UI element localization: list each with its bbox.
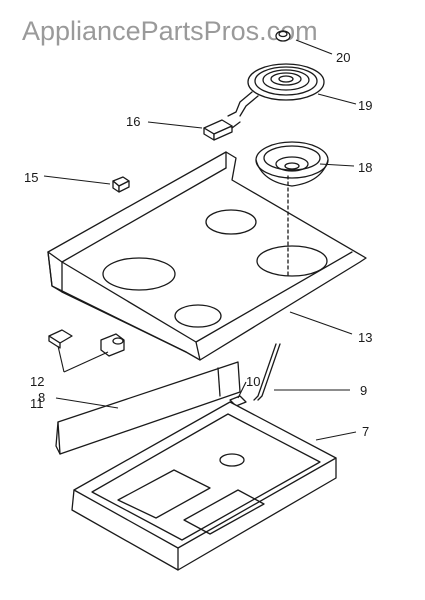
part-16-terminal-block[interactable] xyxy=(203,119,241,141)
part-11-bushing[interactable] xyxy=(100,333,125,357)
callout-10: 10 xyxy=(246,374,260,389)
callout-8: 8 xyxy=(38,390,45,405)
watermark-text: AppliancePartsPros.com xyxy=(22,16,318,46)
part-12-bracket[interactable] xyxy=(48,329,73,349)
callout-13: 13 xyxy=(358,330,372,345)
callout-12: 12 xyxy=(30,374,44,389)
part-7-drip-pan[interactable] xyxy=(71,401,337,571)
part-8-front-panel[interactable] xyxy=(55,361,241,455)
callout-16: 16 xyxy=(126,114,140,129)
callout-18: 18 xyxy=(358,160,372,175)
callout-7: 7 xyxy=(362,424,369,439)
callout-20: 20 xyxy=(336,50,350,65)
part-9-rod[interactable] xyxy=(253,343,281,401)
part-18-drip-bowl[interactable] xyxy=(255,141,329,187)
callout-19: 19 xyxy=(358,98,372,113)
callout-9: 9 xyxy=(360,383,367,398)
part-20-cap[interactable] xyxy=(275,30,291,42)
callout-11: 11 xyxy=(30,396,44,411)
part-13-cooktop[interactable] xyxy=(47,151,367,361)
callout-15: 15 xyxy=(24,170,38,185)
part-19-surface-element[interactable] xyxy=(227,63,325,117)
part-15-clip[interactable] xyxy=(112,176,130,193)
